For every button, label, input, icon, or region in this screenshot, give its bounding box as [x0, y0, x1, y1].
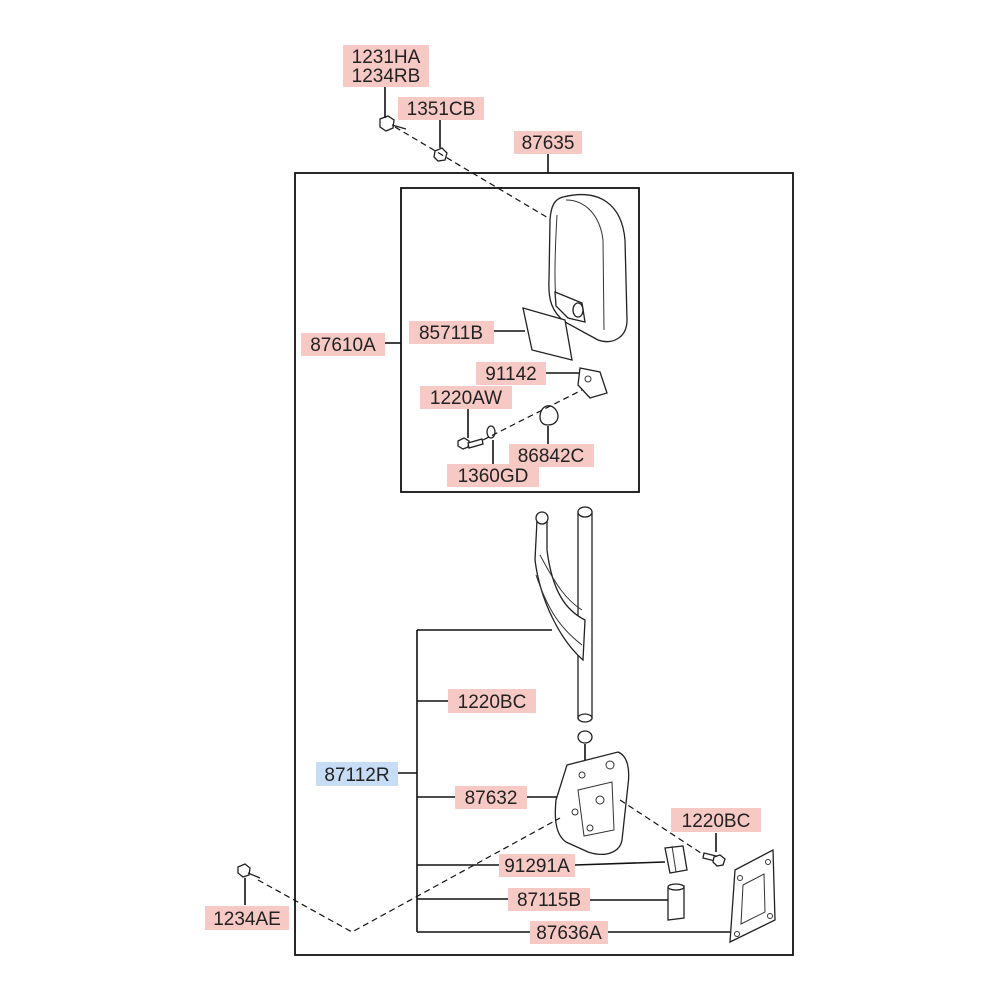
svg-text:1234RB: 1234RB [352, 66, 421, 87]
svg-text:87635: 87635 [522, 133, 575, 154]
bolt-1220BC-part [702, 852, 726, 867]
label-85711B[interactable]: 85711B [409, 321, 494, 344]
mirror-arm-part [534, 506, 593, 723]
svg-text:1351CB: 1351CB [407, 99, 476, 120]
label-1220BC-right[interactable]: 1220BC [671, 808, 761, 832]
label-1220AW[interactable]: 1220AW [420, 386, 512, 409]
svg-text:1220BC: 1220BC [458, 692, 527, 713]
mirror-head-frame [400, 187, 640, 493]
label-87112R[interactable]: 87112R [316, 762, 398, 786]
grommet-part [577, 730, 593, 744]
svg-text:87632: 87632 [465, 788, 518, 809]
label-1231HA[interactable]: 1231HA [343, 45, 429, 68]
label-87632[interactable]: 87632 [455, 786, 527, 809]
label-87636A[interactable]: 87636A [530, 921, 608, 944]
leader-91291A-right [574, 861, 666, 866]
assembly-frame [294, 172, 794, 956]
svg-text:1220BC: 1220BC [682, 811, 751, 832]
dash-top-screw [394, 126, 556, 223]
svg-text:1360GD: 1360GD [458, 466, 529, 487]
dash-bolt-1220BC [619, 799, 705, 856]
svg-text:87610A: 87610A [310, 335, 376, 356]
bracket-91142-part [577, 367, 608, 399]
clip-91291A-part [664, 845, 688, 874]
svg-text:1220AW: 1220AW [430, 388, 502, 409]
label-91142[interactable]: 91142 [476, 362, 546, 385]
screw-1231HA-part [379, 115, 407, 132]
svg-text:87112R: 87112R [324, 765, 389, 786]
washer-1360GD-part [486, 425, 496, 439]
dash-screw-1234AE [257, 817, 561, 933]
mirror-glass-85711B-part [522, 307, 573, 361]
svg-text:1234AE: 1234AE [213, 909, 281, 930]
label-87610A[interactable]: 87610A [301, 333, 385, 356]
svg-text:1231HA: 1231HA [352, 47, 421, 68]
label-1234RB[interactable]: 1234RB [343, 65, 429, 87]
label-1360GD[interactable]: 1360GD [447, 464, 539, 487]
svg-text:85711B: 85711B [419, 323, 483, 344]
cap-86842C-part [539, 405, 559, 426]
svg-text:91291A: 91291A [504, 856, 570, 877]
label-86842C[interactable]: 86842C [509, 444, 594, 467]
dash-bolt-1220AW [482, 389, 583, 441]
mirror-housing-part [548, 193, 628, 343]
label-1220BC-left[interactable]: 1220BC [448, 689, 536, 713]
gasket-87636A-part [729, 848, 776, 944]
label-1351CB[interactable]: 1351CB [398, 97, 484, 120]
label-91291A[interactable]: 91291A [499, 854, 575, 877]
bolt-1220AW-part [457, 437, 484, 450]
sleeve-87115B-part [667, 883, 685, 921]
svg-text:91142: 91142 [485, 364, 536, 385]
label-87115B[interactable]: 87115B [508, 888, 590, 911]
base-87632-part [554, 751, 630, 855]
label-87635[interactable]: 87635 [514, 131, 582, 154]
label-1234AE[interactable]: 1234AE [205, 906, 289, 930]
svg-text:87636A: 87636A [536, 923, 602, 944]
svg-text:87115B: 87115B [517, 890, 581, 911]
screw-1234AE-part [237, 863, 261, 879]
svg-text:86842C: 86842C [518, 446, 585, 467]
